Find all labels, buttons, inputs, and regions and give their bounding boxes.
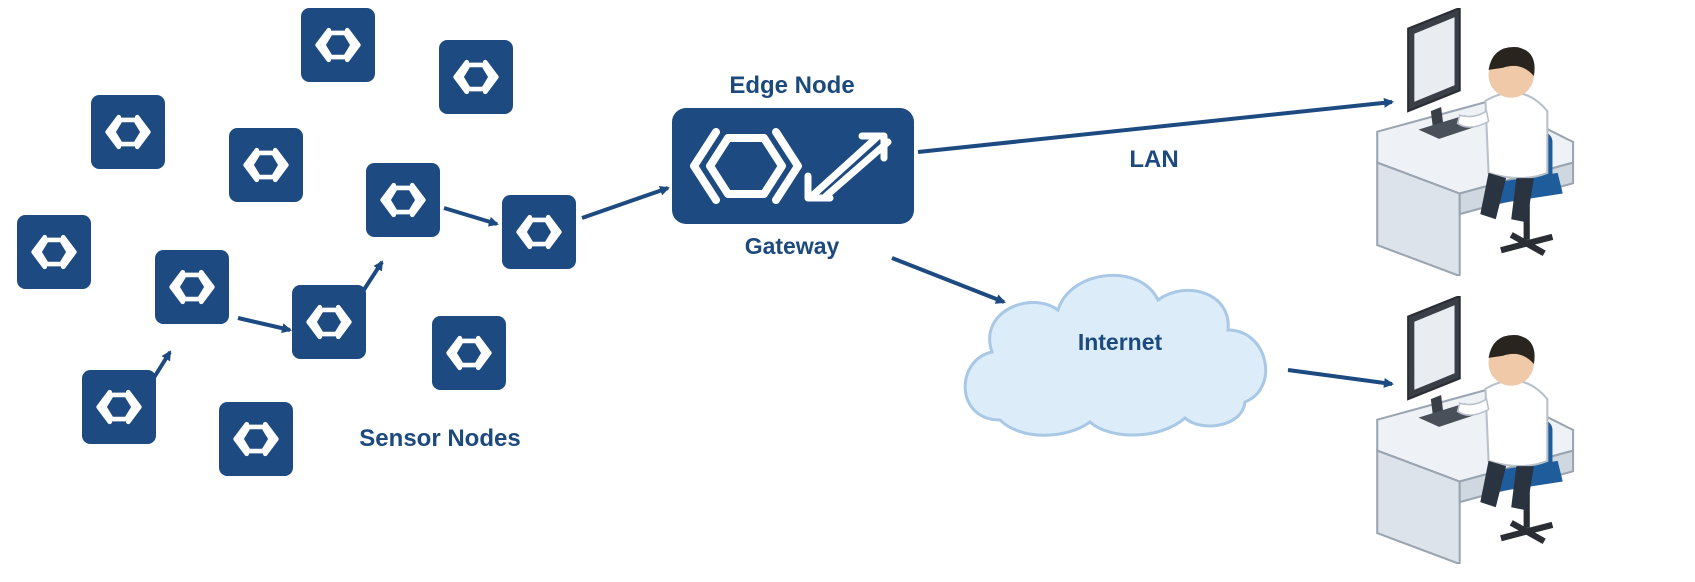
edge-node-gateway: [672, 108, 914, 224]
arrow-sensor-chain-4: [443, 206, 499, 227]
arrow-gateway-lan: [917, 97, 1394, 154]
sensor-nodes-label: Sensor Nodes: [359, 425, 520, 452]
sensor-node-icon: [301, 8, 375, 82]
sensor-node-icon: [219, 402, 293, 476]
cloud-icon: [963, 273, 1268, 437]
sensor-node-icon: [366, 163, 440, 237]
lan-label: LAN: [1129, 146, 1178, 173]
sensor-node-icon: [292, 285, 366, 359]
sensor-node-icon: [91, 95, 165, 169]
gateway-label: Gateway: [745, 233, 840, 259]
hexagon-node-icon: [690, 128, 802, 204]
sensor-node-icon: [439, 40, 513, 114]
computer-user-icon: [1377, 8, 1573, 276]
arrow-sensor-chain-2: [237, 316, 292, 334]
internet-label: Internet: [1078, 329, 1163, 355]
computer-user-icon: [1377, 296, 1573, 564]
sensor-node-icon: [432, 316, 506, 390]
sensor-node-icon: [229, 128, 303, 202]
arrow-sensor-to-gateway: [581, 185, 670, 220]
bidirectional-arrow-icon: [804, 132, 892, 202]
sensor-node-icon: [502, 195, 576, 269]
sensor-node-icon: [155, 250, 229, 324]
arrow-gateway-internet: [891, 256, 1006, 304]
edge-node-label: Edge Node: [729, 72, 854, 99]
arrow-internet-to-user: [1287, 368, 1394, 388]
sensor-node-icon: [82, 370, 156, 444]
sensor-node-icon: [17, 215, 91, 289]
sensor-nodes: [17, 8, 576, 476]
